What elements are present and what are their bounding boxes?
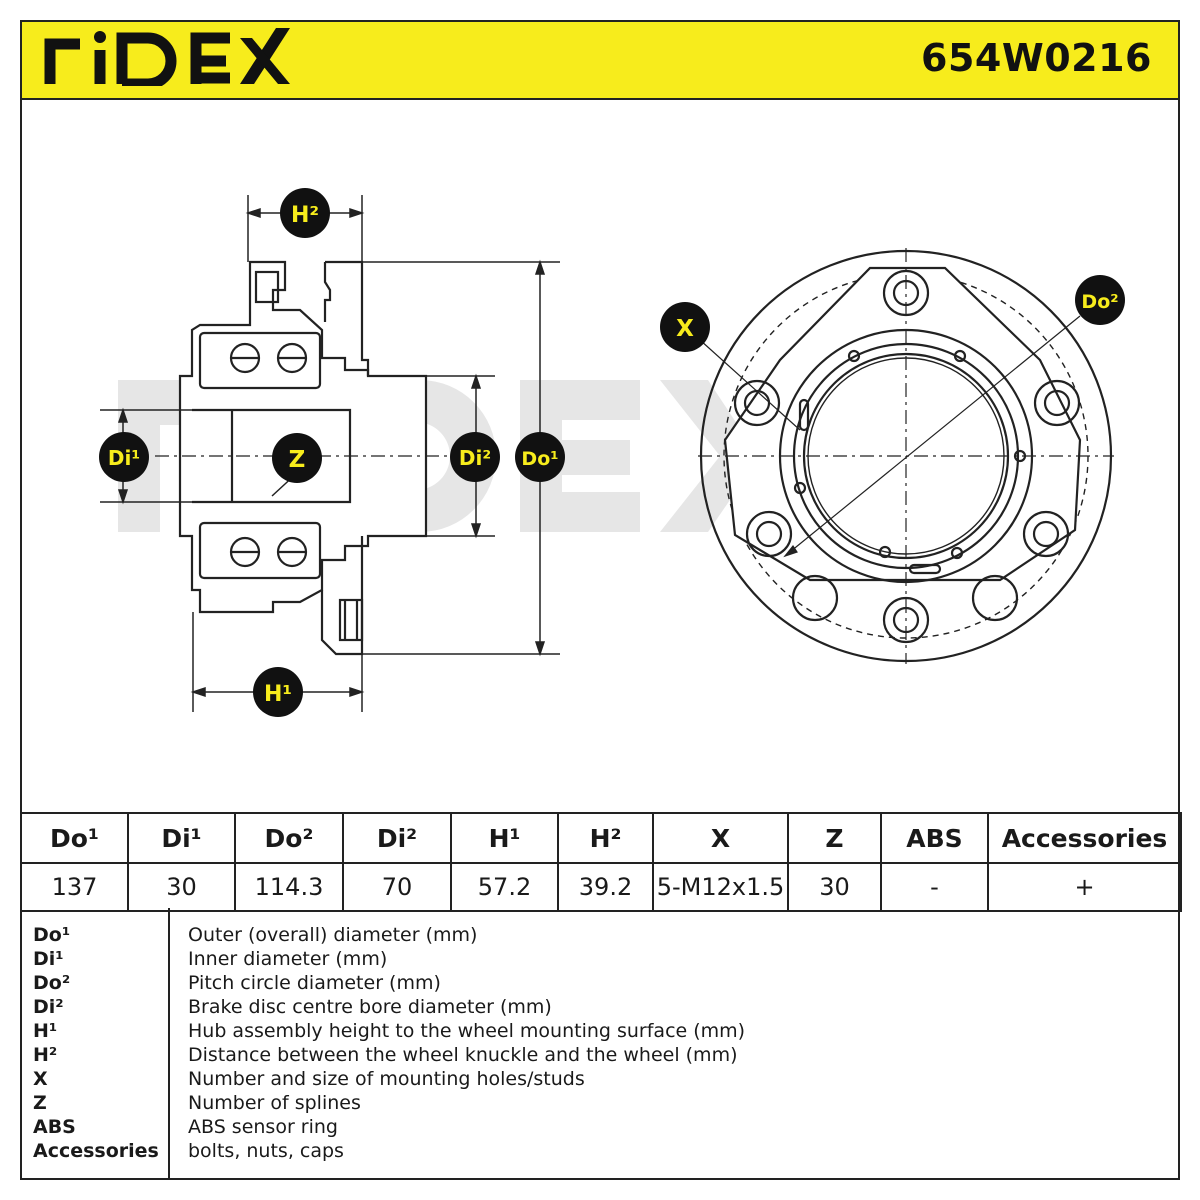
ridex-logo — [44, 28, 290, 86]
spec-value-row: 137 30 114.3 70 57.2 39.2 5-M12x1.5 30 -… — [20, 862, 1182, 912]
legend-desc: Distance between the wheel knuckle and t… — [188, 1044, 738, 1066]
callout-di2: Di² — [450, 432, 500, 482]
value-h1: 57.2 — [450, 862, 559, 912]
header-do1: Do¹ — [20, 812, 129, 864]
legend-row: X Number and size of mounting holes/stud… — [22, 1068, 1182, 1092]
spec-header-row: Do¹ Di¹ Do² Di² H¹ H² X Z ABS Accessorie… — [20, 812, 1182, 864]
header-z: Z — [787, 812, 882, 864]
technical-drawing: H² H¹ Di¹ Z Di² Do¹ X Do² — [99, 188, 1125, 717]
value-di2: 70 — [342, 862, 452, 912]
svg-text:H²: H² — [291, 203, 319, 228]
legend-abbr: Di¹ — [33, 948, 64, 970]
svg-text:Do²: Do² — [1081, 291, 1118, 313]
svg-text:Do¹: Do¹ — [521, 448, 558, 470]
legend-desc: Hub assembly height to the wheel mountin… — [188, 1020, 746, 1042]
callouts: H² H¹ Di¹ Z Di² Do¹ X Do² — [99, 188, 1125, 717]
callout-h2: H² — [280, 188, 330, 238]
svg-text:Di²: Di² — [459, 446, 491, 470]
legend-desc: Number and size of mounting holes/studs — [188, 1068, 585, 1090]
header-accessories: Accessories — [987, 812, 1182, 864]
svg-text:Z: Z — [289, 447, 306, 473]
legend-desc: ABS sensor ring — [188, 1116, 338, 1138]
legend-abbr: X — [33, 1068, 48, 1090]
callout-h1: H¹ — [253, 667, 303, 717]
header-di2: Di² — [342, 812, 452, 864]
dimension-lines — [100, 195, 560, 712]
callout-do1: Do¹ — [515, 432, 565, 482]
svg-text:X: X — [676, 316, 694, 342]
legend-row: Di¹ Inner diameter (mm) — [22, 948, 1182, 972]
legend-abbr: Do² — [33, 972, 71, 994]
svg-text:H¹: H¹ — [264, 682, 292, 707]
legend-divider — [168, 908, 170, 1178]
header-h1: H¹ — [450, 812, 559, 864]
legend-row: Accessories bolts, nuts, caps — [22, 1140, 1182, 1164]
legend-row: Z Number of splines — [22, 1092, 1182, 1116]
spec-table: Do¹ Di¹ Do² Di² H¹ H² X Z ABS Accessorie… — [20, 812, 1182, 912]
header-abs: ABS — [880, 812, 989, 864]
legend-row: H² Distance between the wheel knuckle an… — [22, 1044, 1182, 1068]
value-accessories: + — [987, 862, 1182, 912]
callout-di1: Di¹ — [99, 432, 149, 482]
value-z: 30 — [787, 862, 882, 912]
legend-desc: Outer (overall) diameter (mm) — [188, 924, 478, 946]
legend-row: H¹ Hub assembly height to the wheel moun… — [22, 1020, 1182, 1044]
legend-row: Di² Brake disc centre bore diameter (mm) — [22, 996, 1182, 1020]
legend-desc: Number of splines — [188, 1092, 361, 1114]
legend-desc: bolts, nuts, caps — [188, 1140, 344, 1162]
header-x: X — [652, 812, 789, 864]
callout-do2: Do² — [1075, 275, 1125, 325]
value-h2: 39.2 — [557, 862, 654, 912]
callout-x: X — [660, 302, 710, 352]
value-do1: 137 — [20, 862, 129, 912]
legend-abbr: Accessories — [33, 1140, 159, 1162]
value-abs: - — [880, 862, 989, 912]
svg-text:Di¹: Di¹ — [108, 446, 140, 470]
header-do2: Do² — [234, 812, 344, 864]
legend-abbr: ABS — [33, 1116, 76, 1138]
legend-desc: Brake disc centre bore diameter (mm) — [188, 996, 552, 1018]
value-x: 5-M12x1.5 — [652, 862, 789, 912]
header-di1: Di¹ — [127, 812, 236, 864]
legend-row: ABS ABS sensor ring — [22, 1116, 1182, 1140]
front-centre-lines — [698, 248, 1114, 664]
legend-abbr: Z — [33, 1092, 47, 1114]
value-do2: 114.3 — [234, 862, 344, 912]
legend-abbr: H¹ — [33, 1020, 58, 1042]
callout-z: Z — [272, 433, 322, 483]
legend-row: Do¹ Outer (overall) diameter (mm) — [22, 924, 1182, 948]
legend-desc: Inner diameter (mm) — [188, 948, 388, 970]
value-di1: 30 — [127, 862, 236, 912]
part-number: 654W0216 — [921, 36, 1152, 80]
legend-abbr: Di² — [33, 996, 64, 1018]
legend-abbr: Do¹ — [33, 924, 71, 946]
header-h2: H² — [557, 812, 654, 864]
legend-desc: Pitch circle diameter (mm) — [188, 972, 441, 994]
legend-row: Do² Pitch circle diameter (mm) — [22, 972, 1182, 996]
legend-abbr: H² — [33, 1044, 58, 1066]
legend: Do¹ Outer (overall) diameter (mm) Di¹ In… — [20, 908, 1180, 1180]
